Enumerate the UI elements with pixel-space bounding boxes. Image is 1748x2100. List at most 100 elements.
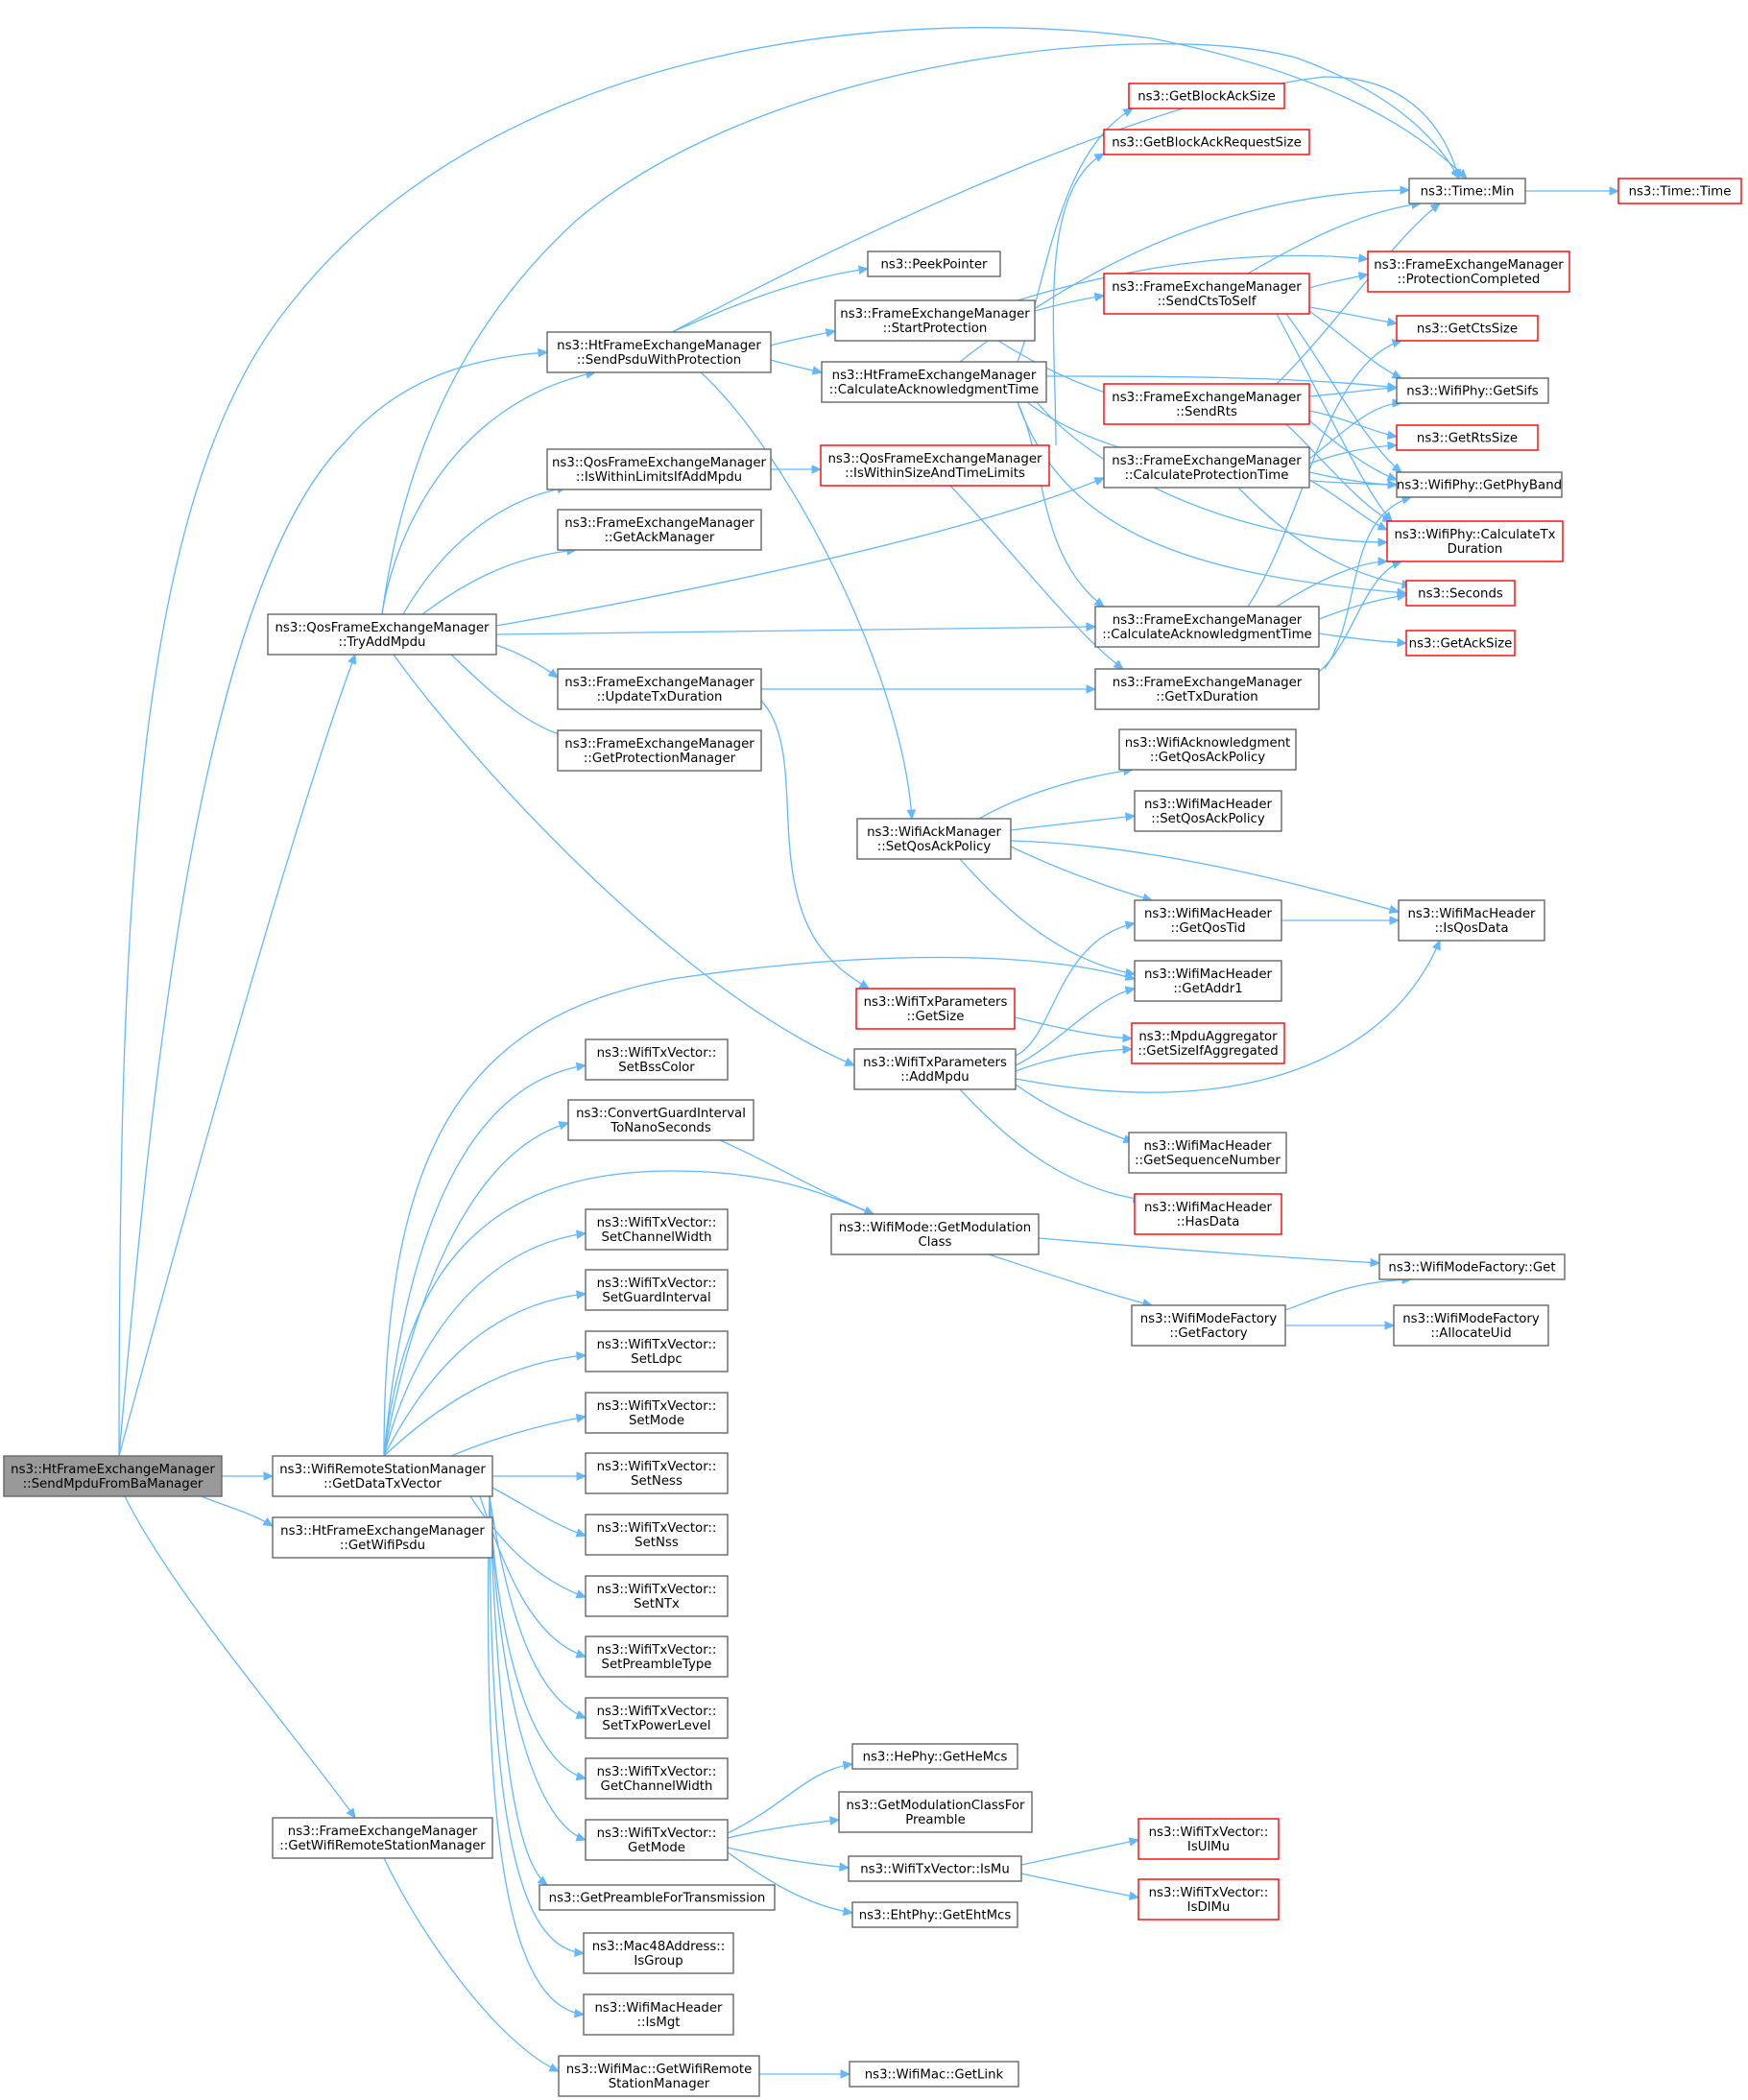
- function-node-n3[interactable]: ns3::WifiRemoteStationManager::GetDataTx…: [272, 1455, 493, 1497]
- function-node-n40[interactable]: ns3::GetBlockAckSize: [1128, 83, 1285, 109]
- function-node-box: [1134, 790, 1282, 832]
- function-node-n56[interactable]: ns3::WifiTxVector::IsDlMu: [1137, 1878, 1280, 1921]
- function-node-n64[interactable]: ns3::Seconds: [1405, 580, 1516, 607]
- function-node-n60[interactable]: ns3::WifiPhy::GetSifs: [1396, 377, 1549, 404]
- call-edge-arrowhead: [575, 1649, 587, 1659]
- function-node-n66[interactable]: ns3::WifiMacHeader::IsQosData: [1398, 899, 1545, 942]
- function-node-n6[interactable]: ns3::QosFrameExchangeManager::IsWithinLi…: [546, 448, 772, 490]
- function-node-n50[interactable]: ns3::WifiMacHeader::GetAddr1: [1134, 960, 1282, 1002]
- call-edge-line: [1276, 561, 1388, 608]
- function-node-n68[interactable]: ns3::WifiModeFactory::AllocateUid: [1393, 1304, 1549, 1347]
- function-node-n59[interactable]: ns3::GetCtsSize: [1396, 315, 1539, 342]
- function-node-n10[interactable]: ns3::WifiTxVector::SetBssColor: [585, 1038, 729, 1081]
- function-node-n67[interactable]: ns3::WifiModeFactory::Get: [1378, 1253, 1566, 1280]
- function-node-n5[interactable]: ns3::FrameExchangeManager::GetWifiRemote…: [272, 1817, 493, 1859]
- function-node-n61[interactable]: ns3::GetRtsSize: [1396, 424, 1539, 451]
- function-node-n4[interactable]: ns3::HtFrameExchangeManager::GetWifiPsdu: [272, 1516, 493, 1559]
- function-node-label: ns3::HtFrameExchangeManager: [832, 369, 1037, 383]
- call-edge-line: [487, 1495, 585, 2016]
- function-node-n18[interactable]: ns3::WifiTxVector::SetNTx: [585, 1575, 729, 1617]
- function-node-n52[interactable]: ns3::WifiMacHeader::GetSequenceNumber: [1128, 1132, 1287, 1174]
- function-node-n27[interactable]: ns3::PeekPointer: [867, 251, 1001, 277]
- function-node-label: ns3::WifiPhy::GetPhyBand: [1397, 479, 1562, 493]
- function-node-n16[interactable]: ns3::WifiTxVector::SetNess: [585, 1452, 729, 1494]
- function-node-n34[interactable]: ns3::WifiMode::GetModulationClass: [830, 1213, 1040, 1255]
- function-node-box: [567, 1099, 754, 1141]
- call-edge-arrowhead: [573, 2009, 586, 2018]
- function-node-n57[interactable]: ns3::Time::Min: [1408, 178, 1526, 204]
- call-edge-n3-n12: [383, 1229, 587, 1457]
- function-node-n33[interactable]: ns3::WifiTxParameters::AddMpdu: [853, 1048, 1017, 1090]
- function-node-n9[interactable]: ns3::FrameExchangeManager::GetProtection…: [557, 729, 762, 772]
- function-node-label: ns3::WifiMode::GetModulation: [839, 1221, 1031, 1235]
- function-node-label: ns3::WifiTxVector::: [597, 1826, 717, 1841]
- function-node-n15[interactable]: ns3::WifiTxVector::SetMode: [585, 1392, 729, 1434]
- function-node-n23[interactable]: ns3::GetPreambleForTransmission: [539, 1884, 776, 1911]
- function-node-n12[interactable]: ns3::WifiTxVector::SetChannelWidth: [585, 1208, 729, 1251]
- function-node-n1[interactable]: ns3::HtFrameExchangeManager::SendPsduWit…: [546, 331, 772, 373]
- call-edge-arrowhead: [1113, 659, 1124, 670]
- function-node-n38[interactable]: ns3::EhtPhy::GetEhtMcs: [851, 1901, 1018, 1928]
- function-node-n53[interactable]: ns3::WifiMacHeader::HasData: [1134, 1193, 1282, 1235]
- function-node-n8[interactable]: ns3::FrameExchangeManager::UpdateTxDurat…: [557, 668, 762, 710]
- function-node-n30[interactable]: ns3::QosFrameExchangeManager::IsWithinSi…: [820, 444, 1050, 487]
- function-node-label: ::CalculateProtectionTime: [1125, 468, 1289, 483]
- function-node-n37[interactable]: ns3::WifiTxVector::IsMu: [848, 1855, 1022, 1882]
- function-node-label: ns3::WifiMacHeader: [594, 2001, 723, 2016]
- function-node-n55[interactable]: ns3::WifiTxVector::IsUlMu: [1137, 1818, 1280, 1860]
- function-node-n62[interactable]: ns3::WifiPhy::GetPhyBand: [1396, 471, 1563, 498]
- call-edge-n34-n54: [988, 1253, 1154, 1308]
- function-node-box: [848, 1855, 1022, 1882]
- call-edge-line: [383, 1857, 560, 2072]
- function-node-n48[interactable]: ns3::WifiMacHeader::SetQosAckPolicy: [1134, 790, 1282, 832]
- call-edge-line: [1284, 1278, 1412, 1311]
- function-node-label: ns3::GetCtsSize: [1417, 322, 1518, 337]
- call-edge-arrowhead: [575, 1832, 587, 1842]
- function-node-n29[interactable]: ns3::HtFrameExchangeManager::CalculateAc…: [821, 361, 1047, 403]
- call-edge-arrowhead: [1431, 939, 1441, 951]
- function-node-n49[interactable]: ns3::WifiMacHeader::GetQosTid: [1134, 899, 1282, 942]
- function-node-box: [557, 668, 762, 710]
- function-node-n65[interactable]: ns3::GetAckSize: [1405, 630, 1516, 656]
- function-node-n26[interactable]: ns3::WifiMac::GetWifiRemoteStationManage…: [558, 2055, 760, 2097]
- function-node-n51[interactable]: ns3::MpduAggregator::GetSizeIfAggregated: [1131, 1022, 1285, 1064]
- call-edge-line: [1015, 922, 1136, 1057]
- function-node-n21[interactable]: ns3::WifiTxVector::GetChannelWidth: [585, 1757, 729, 1800]
- function-node-n42[interactable]: ns3::FrameExchangeManager::SendCtsToSelf: [1103, 273, 1310, 315]
- function-node-box: [585, 1819, 729, 1861]
- call-edge-line: [1324, 496, 1412, 670]
- function-node-n24[interactable]: ns3::Mac48Address::IsGroup: [583, 1932, 734, 1974]
- function-node-n20[interactable]: ns3::WifiTxVector::SetTxPowerLevel: [585, 1697, 729, 1739]
- function-node-n69[interactable]: ns3::Time::Time: [1617, 178, 1742, 204]
- function-node-n35[interactable]: ns3::HePhy::GetHeMcs: [851, 1743, 1018, 1770]
- function-node-n2[interactable]: ns3::QosFrameExchangeManager::TryAddMpdu: [267, 613, 497, 656]
- function-node-n31[interactable]: ns3::WifiAckManager::SetQosAckPolicy: [856, 818, 1012, 860]
- function-node-n45[interactable]: ns3::FrameExchangeManager::CalculateAckn…: [1094, 606, 1320, 648]
- function-node-n17[interactable]: ns3::WifiTxVector::SetNss: [585, 1514, 729, 1556]
- function-node-box: [557, 509, 762, 551]
- function-node-n39[interactable]: ns3::WifiMac::GetLink: [849, 2061, 1019, 2088]
- function-node-n7[interactable]: ns3::FrameExchangeManager::GetAckManager: [557, 509, 762, 551]
- function-node-n13[interactable]: ns3::WifiTxVector::SetGuardInterval: [585, 1269, 729, 1311]
- function-node-n22[interactable]: ns3::WifiTxVector::GetMode: [585, 1819, 729, 1861]
- function-node-label: ns3::WifiAcknowledgment: [1125, 736, 1291, 751]
- function-node-n46[interactable]: ns3::FrameExchangeManager::GetTxDuration: [1094, 668, 1320, 710]
- call-edge-arrowhead: [574, 1947, 586, 1958]
- function-node-n41[interactable]: ns3::GetBlockAckRequestSize: [1103, 129, 1310, 155]
- function-node-n14[interactable]: ns3::WifiTxVector::SetLdpc: [585, 1330, 729, 1372]
- function-node-n58[interactable]: ns3::FrameExchangeManager::ProtectionCom…: [1367, 251, 1570, 293]
- function-node-n54[interactable]: ns3::WifiModeFactory::GetFactory: [1131, 1304, 1286, 1347]
- call-edge-arrowhead: [1387, 480, 1399, 489]
- function-node-n43[interactable]: ns3::FrameExchangeManager::SendRts: [1103, 383, 1310, 425]
- function-node-n25[interactable]: ns3::WifiMacHeader::IsMgt: [583, 1993, 734, 2036]
- function-node-n19[interactable]: ns3::WifiTxVector::SetPreambleType: [585, 1635, 729, 1678]
- function-node-n47[interactable]: ns3::WifiAcknowledgment::GetQosAckPolicy: [1118, 728, 1297, 771]
- function-node-n32[interactable]: ns3::WifiTxParameters::GetSize: [855, 988, 1016, 1030]
- function-node-n44[interactable]: ns3::FrameExchangeManager::CalculateProt…: [1103, 446, 1310, 489]
- function-node-n0[interactable]: ns3::HtFrameExchangeManager::SendMpduFro…: [3, 1455, 223, 1497]
- call-edge-arrowhead: [1093, 477, 1106, 487]
- function-node-n28[interactable]: ns3::FrameExchangeManager::StartProtecti…: [834, 299, 1036, 342]
